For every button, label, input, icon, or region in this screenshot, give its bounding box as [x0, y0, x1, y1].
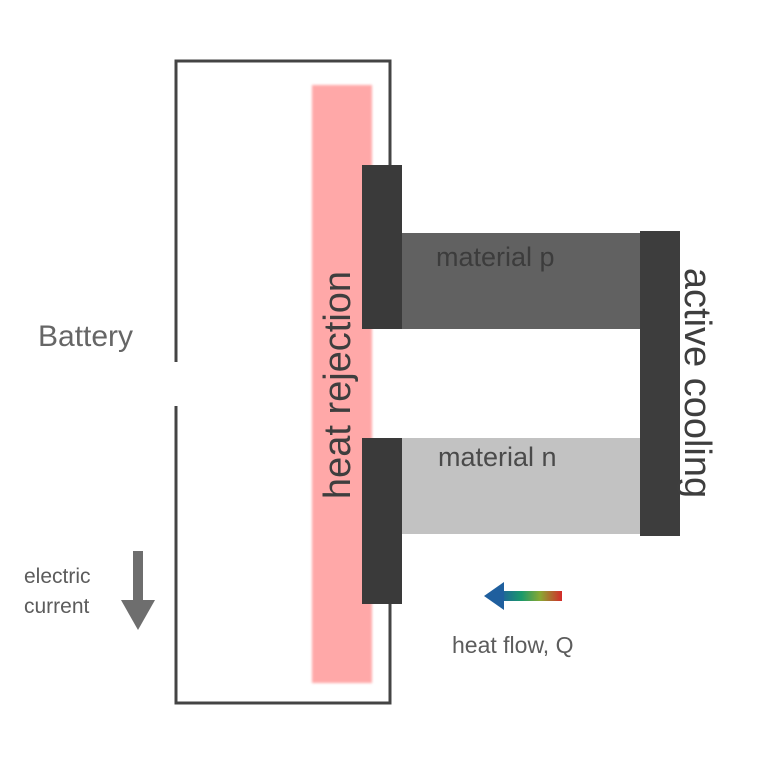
- heat-rejection-label: heat rejection: [317, 270, 359, 500]
- circuit-wire: [174, 59, 392, 705]
- arrow-down-icon: [121, 551, 155, 630]
- electrode-top-left: [362, 165, 402, 329]
- material-p-label: material p: [436, 242, 555, 272]
- battery-label: Battery: [38, 320, 134, 353]
- gradient-arrow-left-icon: [484, 582, 562, 610]
- electric-current-label: electric current: [24, 562, 91, 622]
- material-n-label: material n: [438, 442, 557, 472]
- heat-flow-label: heat flow, Q: [452, 632, 574, 658]
- current-label-line2: current: [24, 595, 90, 618]
- active-cooling-label: active cooling: [676, 267, 718, 499]
- current-label-line1: electric: [24, 565, 91, 588]
- electrode-bottom-left: [362, 438, 402, 604]
- electrode-right: [640, 231, 680, 536]
- material-p-bar: [402, 233, 642, 329]
- material-n-bar: [402, 438, 642, 534]
